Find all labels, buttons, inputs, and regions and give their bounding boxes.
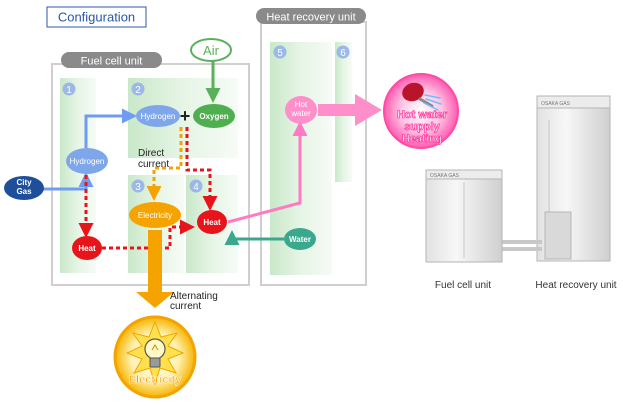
air-label: Air: [203, 43, 220, 58]
page-title: Configuration: [58, 10, 135, 25]
svg-text:Heat: Heat: [203, 218, 221, 227]
fuel-cell-caption: Fuel cell unit: [435, 280, 491, 291]
svg-text:6: 6: [340, 48, 346, 59]
svg-text:water: water: [290, 109, 311, 118]
cell-number-2: 2: [131, 82, 145, 96]
hot-water-supply-line3: Heating: [402, 133, 442, 145]
svg-text:Oxygen: Oxygen: [199, 112, 228, 121]
fuel-cell-unit-label: Fuel cell unit: [81, 56, 143, 68]
water-to-heat-arrow: [224, 230, 284, 245]
heat-recovery-brand: OSAKA GAS: [541, 101, 571, 107]
city-gas-label-line1: City: [16, 178, 32, 187]
node-hydrogen-reformer: Hydrogen: [66, 148, 108, 174]
electricity-output: Electricity: [113, 315, 197, 399]
heat-to-hotwater-arrow: [227, 121, 308, 224]
hot-water-supply-line2: supply: [404, 121, 440, 133]
svg-text:5: 5: [277, 48, 283, 59]
svg-text:Heat: Heat: [78, 244, 96, 253]
city-gas-input: City Gas: [4, 176, 44, 200]
flow-arrows: [42, 60, 382, 308]
fuel-cell-cabinet: OSAKA GAS: [425, 169, 503, 263]
svg-text:Hot: Hot: [295, 100, 308, 109]
cell-number-6: 6: [336, 45, 350, 59]
cell-number-5: 5: [273, 45, 287, 59]
svg-text:Hydrogen: Hydrogen: [70, 157, 105, 166]
reformer-to-hydrogen-arrow: [84, 108, 137, 148]
svg-text:2: 2: [135, 85, 141, 96]
svg-text:Hydrogen: Hydrogen: [141, 112, 176, 121]
hot-water-supply-line1: Hot water: [397, 109, 448, 121]
product-illustration: OSAKA GAS OSAKA GAS Fuel cell unit Heat …: [425, 95, 617, 291]
city-gas-label-line2: Gas: [16, 187, 32, 196]
node-hydrogen: Hydrogen: [136, 105, 180, 127]
node-electricity: Electricity: [129, 202, 181, 228]
svg-text:Direct: Direct: [138, 148, 164, 159]
direct-current-label: Direct current: [138, 148, 169, 170]
light-bulb-icon: [144, 338, 166, 368]
cell-number-3: 3: [131, 179, 145, 193]
hot-water-supply-output: Hot water supply Heating: [383, 73, 459, 149]
title-box: Configuration: [46, 6, 147, 28]
fuel-cell-unit-label-pill: [61, 52, 162, 68]
electricity-output-label: Electricity: [129, 374, 182, 386]
node-water: Water: [284, 228, 316, 250]
svg-text:Water: Water: [289, 235, 311, 244]
heat-recovery-cabinet: OSAKA GAS: [536, 95, 611, 262]
svg-text:3: 3: [135, 182, 141, 193]
heat-recovery-unit-label-pill: [256, 8, 366, 24]
svg-text:1: 1: [66, 85, 72, 96]
svg-text:Alternating: Alternating: [170, 291, 218, 302]
heat-recovery-unit-label: Heat recovery unit: [266, 12, 355, 24]
ac-big-arrow: [136, 230, 174, 308]
air-input: Air: [190, 38, 232, 62]
connecting-pipe: [496, 247, 542, 251]
reaction-to-heat-arrow: [185, 127, 218, 211]
alternating-current-label: Alternating current: [170, 291, 218, 312]
node-hot-water: Hot water: [285, 96, 317, 124]
node-heat-main: Heat: [72, 236, 102, 260]
cell-number-4: 4: [189, 179, 203, 193]
plus-sign: +: [180, 106, 191, 126]
svg-text:current: current: [138, 159, 169, 170]
heat-to-cell-heat-arrow: [102, 219, 195, 250]
heat-recovery-caption: Heat recovery unit: [535, 280, 616, 291]
shower-icon: [402, 82, 442, 111]
node-oxygen: Oxygen: [193, 104, 235, 128]
hotwater-supply-big-arrow: [318, 94, 382, 126]
svg-text:Electricity: Electricity: [138, 211, 172, 220]
svg-text:4: 4: [193, 182, 199, 193]
connecting-pipe: [496, 240, 542, 244]
cell-number-1: 1: [62, 82, 76, 96]
svg-text:current: current: [170, 301, 201, 312]
node-heat-cell: Heat: [197, 210, 227, 234]
fuel-cell-brand: OSAKA GAS: [430, 173, 460, 179]
